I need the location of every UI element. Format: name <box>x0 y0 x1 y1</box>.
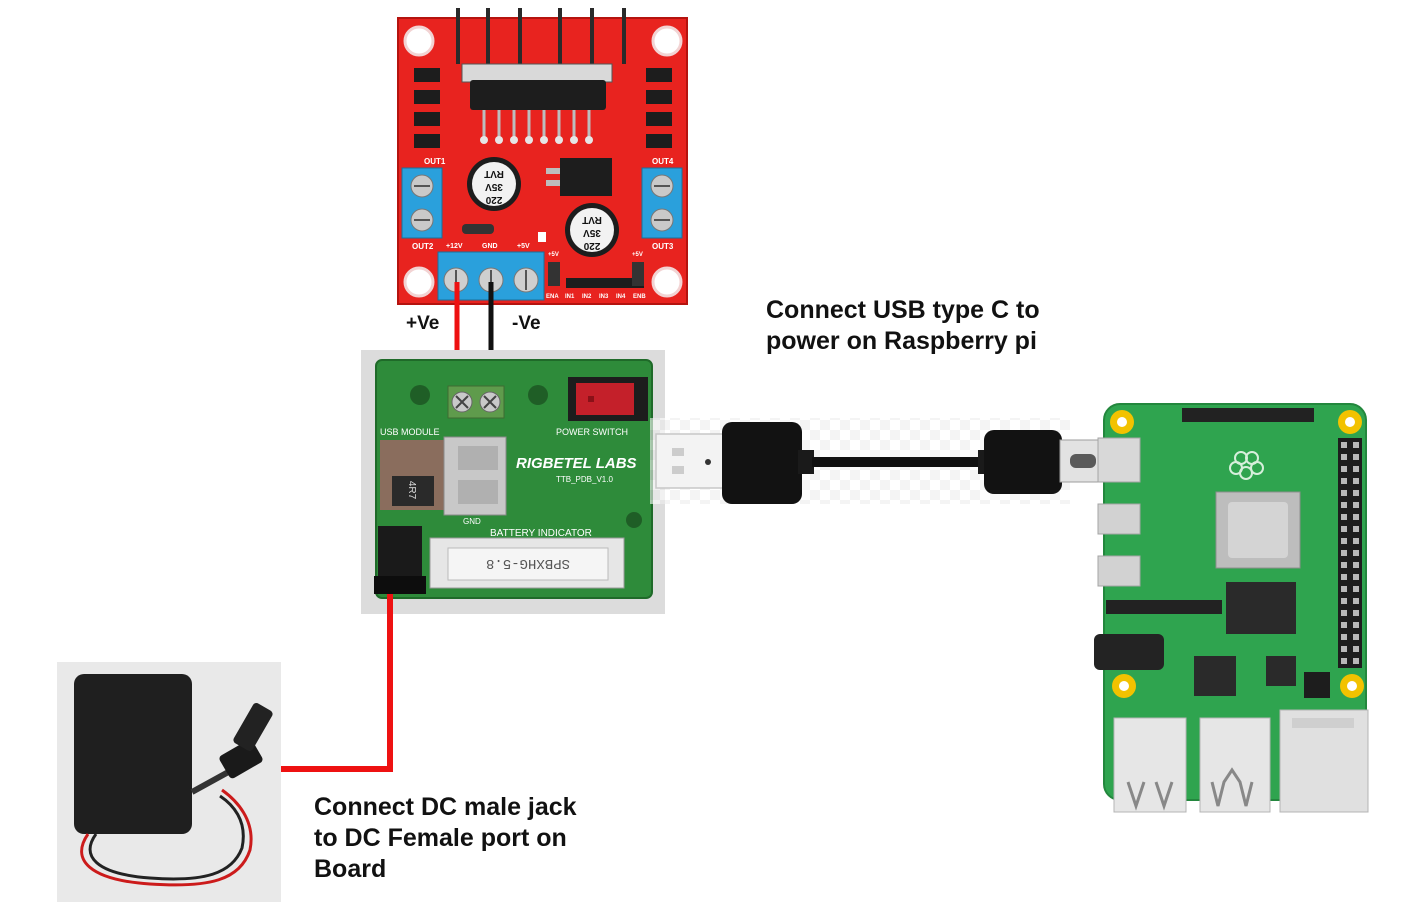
capacitor-2: 220 35V RVT <box>565 203 619 257</box>
svg-text:RVT: RVT <box>484 168 504 179</box>
ctrl-pin-in1: IN1 <box>565 294 575 300</box>
audio-jack <box>1094 634 1164 670</box>
dc-note-line-2: to DC Female port on <box>314 824 567 852</box>
mounting-holes <box>403 25 683 298</box>
motor-driver-board: OUT1 OUT2 OUT3 OUT4 220 35V RVT 220 35V <box>397 8 688 305</box>
dc-note-line-3: Board <box>314 855 387 883</box>
pin-label-5v: +5V <box>517 243 530 250</box>
raspberry-logo-icon <box>1229 451 1264 480</box>
voltage-regulator <box>546 158 612 196</box>
diodes <box>414 68 672 148</box>
hdmi-port-1 <box>1097 555 1141 587</box>
dc-female-jack <box>374 526 426 594</box>
power-switch[interactable] <box>568 377 648 421</box>
power-distribution-board: POWER SWITCH USB MODULE 4R7 RIGBETEL LAB… <box>361 350 665 614</box>
inductor-text: 4R7 <box>406 481 417 500</box>
negative-wire-label: -Ve <box>512 313 541 334</box>
usb-controller-chip <box>1194 656 1236 696</box>
ctrl-pin-in3: IN3 <box>599 294 609 300</box>
ctrl-pin-ena: ENA <box>546 294 559 300</box>
battery-pack <box>57 662 281 902</box>
usb-module-label: USB MODULE <box>380 427 440 437</box>
camera-connector <box>1106 600 1222 614</box>
screw-terminal <box>447 385 505 419</box>
output-terminal-right <box>641 167 683 239</box>
usb-port-stack-2 <box>1199 717 1271 813</box>
dc-female-cable <box>233 703 273 751</box>
usb-note-line-1: Connect USB type C to <box>766 296 1040 324</box>
usb-port-stack-1 <box>1113 717 1187 813</box>
led <box>538 232 546 242</box>
ethernet-chip <box>1266 656 1296 686</box>
ram-chip <box>1226 582 1296 634</box>
pin-label-12v: +12V <box>446 243 463 250</box>
ctrl-pin-5v-right: +5V <box>632 252 643 258</box>
out2-label: OUT2 <box>412 242 434 251</box>
out4-label: OUT4 <box>652 157 674 166</box>
dc-wire <box>254 594 393 772</box>
board-version: TTB_PDB_V1.0 <box>556 475 613 484</box>
soc-chip <box>1215 491 1301 569</box>
ctrl-pin-in2: IN2 <box>582 294 592 300</box>
usb-module: 4R7 <box>380 436 507 516</box>
svg-text:RVT: RVT <box>582 214 602 225</box>
poe-header <box>1304 672 1330 698</box>
battery-indicator-display: SPBXHG-5.8 <box>429 537 625 589</box>
indicator-sticker: SPBXHG-5.8 <box>486 555 570 571</box>
usb-c-port <box>1097 437 1141 483</box>
ethernet-port <box>1279 709 1369 813</box>
usb-cable <box>650 418 1107 504</box>
driver-ic <box>461 63 613 144</box>
brand-logo: RIGBETEL LABS <box>516 455 637 472</box>
gnd-label: GND <box>463 517 481 526</box>
output-terminal-left <box>401 167 443 239</box>
positive-wire-label: +Ve <box>406 313 439 334</box>
dc-connection-note: Connect DC male jack to DC Female port o… <box>314 792 577 885</box>
pin-label-gnd: GND <box>482 243 498 250</box>
svg-text:35V: 35V <box>485 181 503 192</box>
raspberry-pi-board <box>1094 403 1369 813</box>
svg-text:35V: 35V <box>583 227 601 238</box>
usb-a-plug <box>655 433 727 489</box>
svg-text:220: 220 <box>583 240 600 251</box>
usb-connection-note: Connect USB type C to power on Raspberry… <box>766 295 1040 357</box>
out1-label: OUT1 <box>424 157 446 166</box>
control-header <box>548 262 644 288</box>
usb-note-line-2: power on Raspberry pi <box>766 327 1037 355</box>
heatsink <box>456 8 626 64</box>
hdmi-port-0 <box>1097 503 1141 535</box>
ctrl-pin-in4: IN4 <box>616 294 626 300</box>
out3-label: OUT3 <box>652 242 674 251</box>
display-connector <box>1182 408 1314 422</box>
gpio-header <box>1338 438 1362 668</box>
svg-text:220: 220 <box>485 194 502 205</box>
dc-note-line-1: Connect DC male jack <box>314 793 577 821</box>
ctrl-pin-5v-left: +5V <box>548 252 559 258</box>
battery-indicator-label: BATTERY INDICATOR <box>490 528 592 539</box>
power-switch-label: POWER SWITCH <box>556 427 628 437</box>
jumper <box>462 224 494 234</box>
ctrl-pin-enb: ENB <box>633 294 646 300</box>
capacitor-1: 220 35V RVT <box>467 157 521 211</box>
